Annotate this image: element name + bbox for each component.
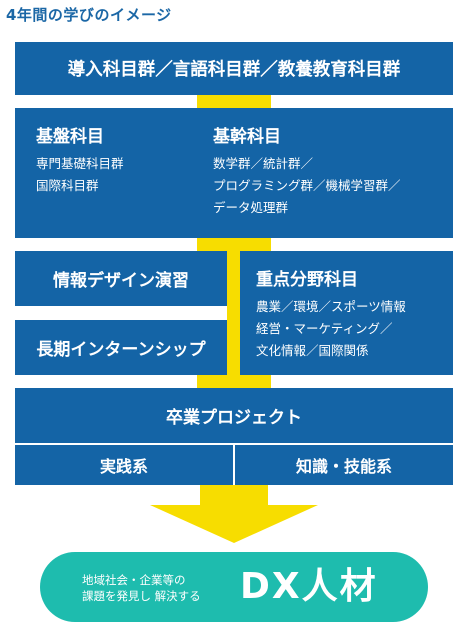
intro-courses-box: 導入科目群／言語科目群／教養教育科目群 xyxy=(15,42,453,95)
basic-heading: 基盤科目 xyxy=(36,127,104,147)
practice-label: 実践系 xyxy=(99,457,148,476)
outcome-main-label: DX人材 xyxy=(240,566,378,607)
outcome-pill: 地域社会・企業等の 課題を発見し 解決する DX人材 xyxy=(40,552,428,622)
outcome-description: 地域社会・企業等の 課題を発見し 解決する xyxy=(82,572,201,604)
connector-bar-1 xyxy=(197,95,271,108)
knowledge-label: 知識・技能系 xyxy=(295,457,392,476)
basic-line-2: 国際科目群 xyxy=(36,178,99,193)
focus-courses: 重点分野科目 農業／環境／スポーツ情報 経営・マーケティング／ 文化情報／国際関… xyxy=(256,265,406,362)
connector-vertical xyxy=(227,251,240,386)
core-line-2: プログラミング群／機械学習群／ xyxy=(213,178,401,193)
focus-line-1: 農業／環境／スポーツ情報 xyxy=(256,299,406,314)
page-title: 4年間の学びのイメージ xyxy=(6,6,172,24)
focus-line-2: 経営・マーケティング／ xyxy=(256,321,393,336)
outcome-line-1: 地域社会・企業等の xyxy=(82,573,186,587)
focus-heading: 重点分野科目 xyxy=(256,270,358,290)
focus-line-3: 文化情報／国際関係 xyxy=(256,343,369,358)
graduation-label: 卒業プロジェクト xyxy=(166,408,302,428)
basic-line-1: 専門基礎科目群 xyxy=(36,156,124,171)
down-arrow-shape xyxy=(150,485,318,543)
intro-courses-label: 導入科目群／言語科目群／教養教育科目群 xyxy=(67,60,401,80)
internship-label: 長期インターンシップ xyxy=(36,340,206,360)
knowledge-box: 知識・技能系 xyxy=(235,445,453,485)
practice-box: 実践系 xyxy=(15,445,233,485)
core-line-1: 数学群／統計群／ xyxy=(213,156,314,171)
down-arrow-icon xyxy=(150,485,318,543)
graduation-box: 卒業プロジェクト xyxy=(15,388,453,443)
core-heading: 基幹科目 xyxy=(213,127,281,147)
design-label: 情報デザイン演習 xyxy=(53,271,189,291)
design-box: 情報デザイン演習 xyxy=(15,251,227,306)
core-courses: 基幹科目 数学群／統計群／ プログラミング群／機械学習群／ データ処理群 xyxy=(213,122,401,219)
foundation-box: 基盤科目 専門基礎科目群 国際科目群 基幹科目 数学群／統計群／ プログラミング… xyxy=(15,108,453,238)
focus-box: 重点分野科目 農業／環境／スポーツ情報 経営・マーケティング／ 文化情報／国際関… xyxy=(240,251,453,375)
outcome-line-2: 課題を発見し 解決する xyxy=(82,589,201,603)
core-line-3: データ処理群 xyxy=(213,200,289,215)
internship-box: 長期インターンシップ xyxy=(15,320,227,375)
connector-bar-2 xyxy=(197,238,271,251)
connector-bar-3 xyxy=(197,375,271,388)
basic-courses: 基盤科目 専門基礎科目群 国際科目群 xyxy=(36,122,124,197)
